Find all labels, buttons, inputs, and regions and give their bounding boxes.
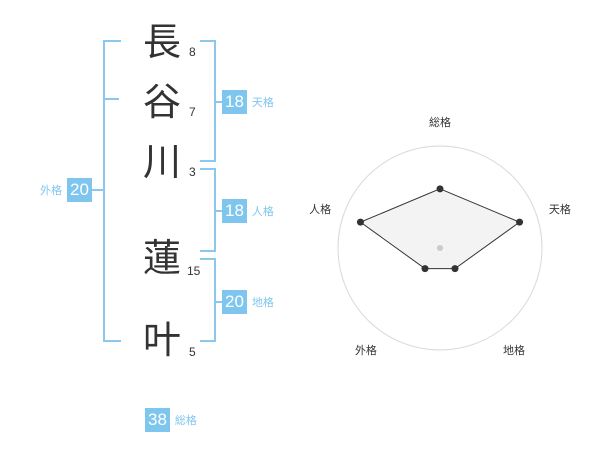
jinkaku-value: 18 (222, 199, 247, 223)
gaikaku-value: 20 (67, 178, 92, 202)
name-char-3: 川 (142, 140, 181, 184)
gaikaku-score: 外格 20 (40, 178, 92, 202)
radar-axis-label-3: 地格 (503, 343, 525, 357)
soukaku-score: 38 総格 (145, 408, 197, 432)
radar-point-4 (421, 265, 429, 273)
radar-axis-label-5: 人格 (309, 202, 331, 216)
radar-point-1 (436, 185, 444, 193)
radar-point-3 (451, 265, 459, 273)
stroke-count-3: 3 (189, 165, 196, 179)
chikaku-score: 20 地格 (222, 290, 274, 314)
chikaku-value: 20 (222, 290, 247, 314)
radar-axis-label-1: 総格 (429, 115, 451, 129)
radar-center-dot (437, 245, 443, 251)
soukaku-value: 38 (145, 408, 170, 432)
radar-axis-label-2: 天格 (549, 202, 571, 216)
jinkaku-score: 18 人格 (222, 199, 274, 223)
radar-series-polygon (359, 188, 521, 270)
gaikaku-bracket-tick (105, 98, 119, 100)
chikaku-connector (214, 301, 222, 303)
tenkaku-connector (214, 101, 222, 103)
tenkaku-score: 18 天格 (222, 90, 274, 114)
name-char-1: 長 (142, 20, 181, 64)
name-char-5: 叶 (142, 318, 181, 362)
radar-point-2 (516, 218, 524, 226)
gaikaku-bracket (103, 40, 121, 342)
radar-point-5 (356, 218, 364, 226)
soukaku-label: 総格 (174, 414, 197, 427)
stroke-count-4: 15 (187, 264, 201, 278)
gaikaku-connector (90, 189, 103, 191)
tenkaku-label: 天格 (251, 96, 274, 109)
jinkaku-label: 人格 (251, 205, 274, 218)
jinkaku-connector (214, 210, 222, 212)
stroke-count-1: 8 (189, 45, 196, 59)
stroke-count-2: 7 (189, 105, 196, 119)
chikaku-bracket (200, 258, 216, 342)
gaikaku-label: 外格 (40, 184, 62, 197)
tenkaku-value: 18 (222, 90, 247, 114)
stroke-count-5: 5 (189, 345, 196, 359)
name-char-2: 谷 (142, 80, 181, 124)
name-char-4: 蓮 (142, 236, 181, 280)
chikaku-label: 地格 (251, 296, 274, 309)
radar-axis-label-4: 外格 (355, 343, 377, 357)
